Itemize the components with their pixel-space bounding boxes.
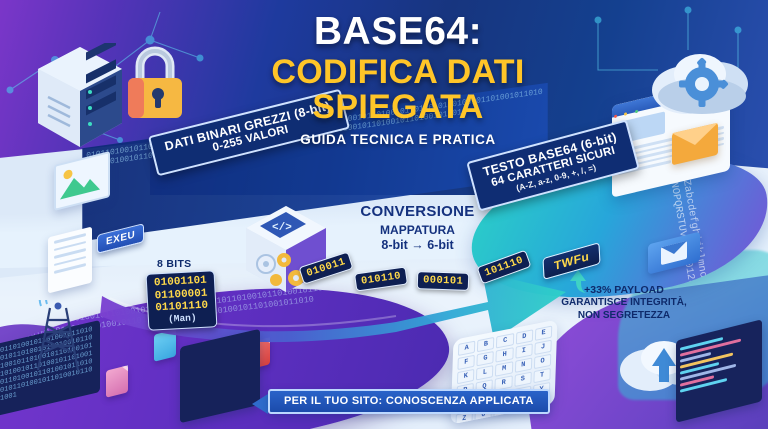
alphabet-key: H — [495, 347, 514, 363]
alphabet-key: G — [476, 350, 495, 367]
padlock-icon — [128, 46, 182, 118]
bit-group-chip: 000101 — [416, 271, 470, 291]
server-rack-icon — [38, 43, 122, 147]
svg-text:</>: </> — [272, 222, 292, 234]
alphabet-key: N — [514, 357, 533, 373]
alphabet-key: I — [514, 343, 533, 359]
alphabet-key: C — [496, 333, 514, 349]
browser-dot-green — [634, 109, 638, 114]
document-icon — [48, 226, 92, 294]
code-line — [184, 343, 217, 352]
antenna-tower-icon — [36, 300, 80, 371]
payload-line-1: +33% PAYLOAD — [584, 284, 664, 296]
bottom-banner: PER IL TUO SITO: CONOSCENZA APPLICATA — [268, 389, 550, 414]
browser-dot-yellow — [624, 112, 628, 116]
alphabet-key: A — [457, 340, 476, 357]
title-line-3: SPIEGATA — [312, 87, 484, 126]
conversion-arrow — [100, 272, 566, 343]
alphabet-key: T — [533, 367, 551, 384]
input-bytes-box: 01001101 01100001 01101110 (Man) — [145, 270, 218, 332]
conversion-line-3: 8-bit → 6-bit — [381, 238, 454, 252]
alphabet-key: D — [515, 329, 534, 345]
alphabet-key: F — [457, 354, 476, 371]
title-line-1: BASE64: — [313, 10, 483, 53]
payload-note: +33% PAYLOAD GARANTISCE INTEGRITÀ, NON S… — [548, 284, 700, 322]
browser-dot-red — [614, 114, 617, 119]
up-arrow-icon — [570, 270, 586, 293]
image-file-icon — [54, 151, 110, 211]
input-bits-label: 8 BITS — [157, 258, 192, 270]
conversion-machine-icon: </> — [246, 206, 326, 292]
alphabet-key: K — [456, 368, 475, 385]
payload-line-3: NON SEGRETEZZA — [577, 309, 671, 321]
bottom-banner-tail-left — [252, 394, 268, 414]
title-subtitle: GUIDA TECNICA E PRATICA — [300, 132, 496, 148]
cloud-gear-icon — [652, 54, 748, 114]
alphabet-key: J — [534, 339, 552, 356]
title-block: BASE64: CODIFICA DATI SPIEGATA GUIDA TEC… — [188, 12, 608, 147]
conversion-label: CONVERSIONE MAPPATURA 8-bit → 6-bit — [330, 203, 505, 252]
mail-device-icon — [648, 231, 700, 275]
conversion-heading: CONVERSIONE — [360, 203, 475, 220]
payload-line-2: GARANTISCE INTEGRITÀ, — [561, 297, 687, 309]
alphabet-key: S — [513, 371, 532, 388]
alphabet-key: B — [477, 336, 495, 353]
conversion-line-2: MAPPATURA — [380, 223, 455, 237]
alphabet-key: M — [495, 361, 513, 377]
alphabet-key: L — [476, 365, 494, 381]
alphabet-key: E — [534, 325, 553, 341]
title-line-2: CODIFICA DATI — [271, 53, 525, 91]
alphabet-key: O — [533, 353, 552, 370]
photo-file-chip-icon — [106, 365, 128, 398]
